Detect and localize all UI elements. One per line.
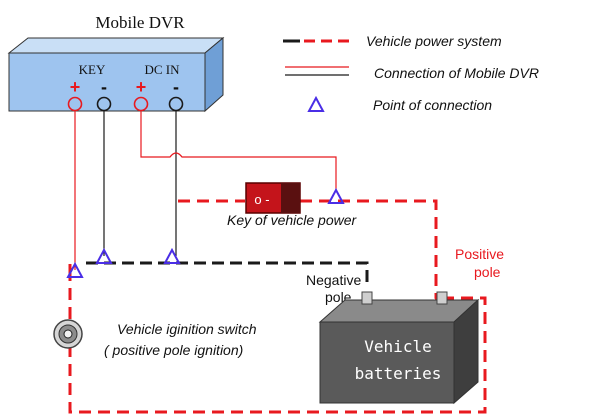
legend-dvr-connection-label: Connection of Mobile DVR <box>374 65 539 81</box>
legend: Vehicle power system Connection of Mobil… <box>283 33 539 113</box>
ignition-label-1: Vehicle iginition switch <box>117 321 257 337</box>
switch-marks: o - <box>254 192 269 207</box>
dvr-title: Mobile DVR <box>95 13 185 32</box>
negative-pole-label-1: Negative <box>306 272 361 288</box>
connection-point-icon <box>163 247 181 264</box>
dvr-wires <box>74 110 337 270</box>
battery-negative-post <box>361 291 373 305</box>
key-negative-sign: - <box>101 77 107 97</box>
vehicle-power-key-switch: o - <box>245 182 301 214</box>
switch-rocker <box>281 183 300 213</box>
connection-points <box>66 187 345 278</box>
key-positive-terminal <box>67 96 83 112</box>
ignition-label-2: ( positive pole ignition) <box>104 342 243 358</box>
connection-point-icon <box>327 187 345 204</box>
battery-top <box>318 299 480 323</box>
dcin-positive-terminal <box>133 96 149 112</box>
dcin-label: DC IN <box>144 62 180 77</box>
ignition-center <box>63 329 73 339</box>
legend-vehicle-power-label: Vehicle power system <box>366 33 502 49</box>
legend-point-label: Point of connection <box>373 97 492 113</box>
positive-pole-label-1: Positive <box>455 246 504 262</box>
battery-positive-post <box>436 291 448 305</box>
key-positive-sign: + <box>70 77 81 97</box>
power-wire-right <box>68 276 487 414</box>
connection-point-icon <box>95 247 113 264</box>
battery-front <box>319 321 455 404</box>
ignition-switch <box>53 319 83 349</box>
battery-label-1: Vehicle <box>364 337 431 356</box>
dcin-negative-sign: - <box>173 77 179 97</box>
positive-pole-label-2: pole <box>474 264 501 280</box>
dvr-box-top <box>7 37 225 54</box>
key-negative-terminal <box>96 96 112 112</box>
vehicle-battery: Vehicle batteries <box>318 291 480 405</box>
mobile-dvr-box <box>7 36 225 113</box>
key-label: KEY <box>79 62 106 77</box>
dvr-wire-dcin-positive <box>140 110 337 192</box>
dcin-negative-terminal <box>168 96 184 112</box>
connection-point-icon <box>66 261 84 278</box>
dcin-positive-sign: + <box>136 77 147 97</box>
battery-label-2: batteries <box>355 364 442 383</box>
key-vehicle-power-label: Key of vehicle power <box>227 212 358 228</box>
legend-point-icon <box>307 95 325 112</box>
